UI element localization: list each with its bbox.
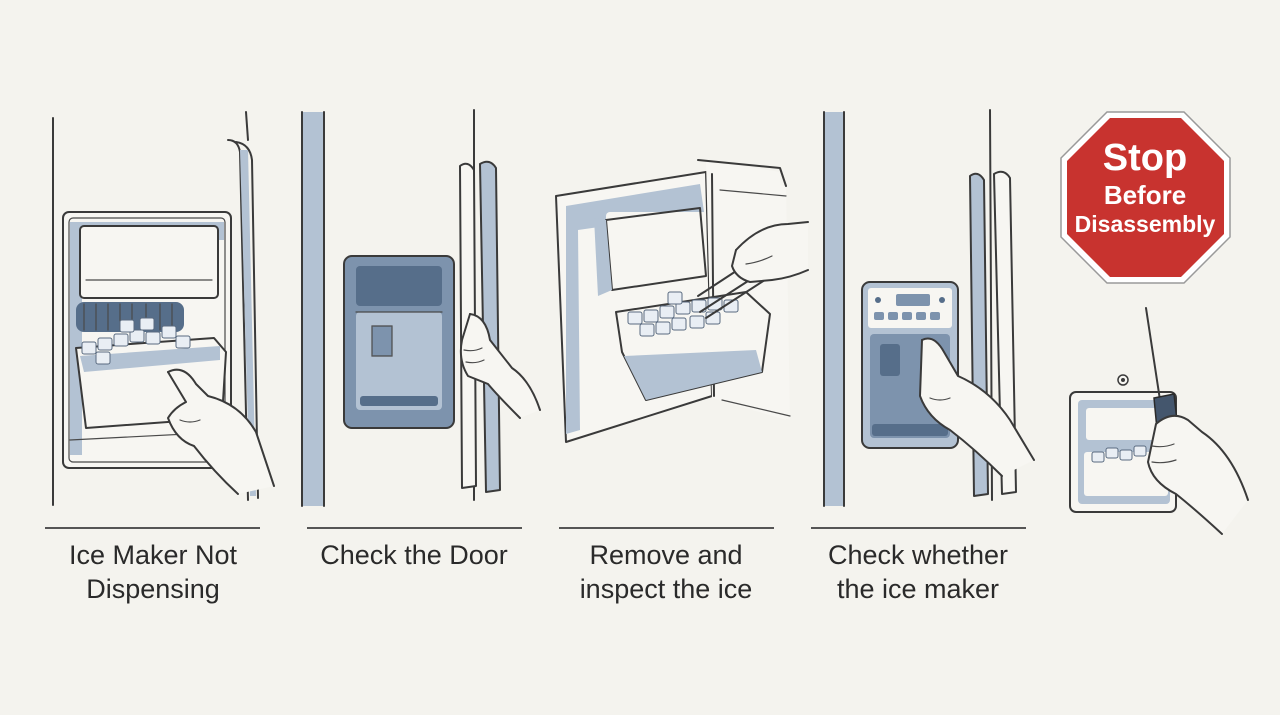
divider-3	[559, 527, 774, 529]
divider-2	[307, 527, 522, 529]
stop-sign: Stop Before Disassembly	[1060, 111, 1231, 284]
divider-4	[811, 527, 1026, 529]
screwdriver-icon	[1069, 307, 1249, 535]
step-caption-check-ice-maker: Check whether the ice maker	[827, 540, 1009, 604]
stop-line-2: Before	[1104, 180, 1186, 210]
ice-maker-open-icon	[52, 111, 275, 506]
divider-1	[45, 527, 260, 529]
ice-bin-tongs-icon	[555, 159, 809, 443]
step-caption-ice-maker-not-dispensing: Ice Maker Not Dispensing	[68, 540, 238, 604]
step-caption-check-door: Check the Door	[320, 540, 508, 570]
step-caption-remove-inspect-ice: Remove and inspect the ice	[579, 540, 753, 604]
stop-line-3: Disassembly	[1075, 211, 1216, 237]
stop-line-1: Stop	[1103, 137, 1187, 179]
fridge-door-icon	[301, 109, 541, 507]
dispenser-panel-icon	[823, 109, 1035, 507]
